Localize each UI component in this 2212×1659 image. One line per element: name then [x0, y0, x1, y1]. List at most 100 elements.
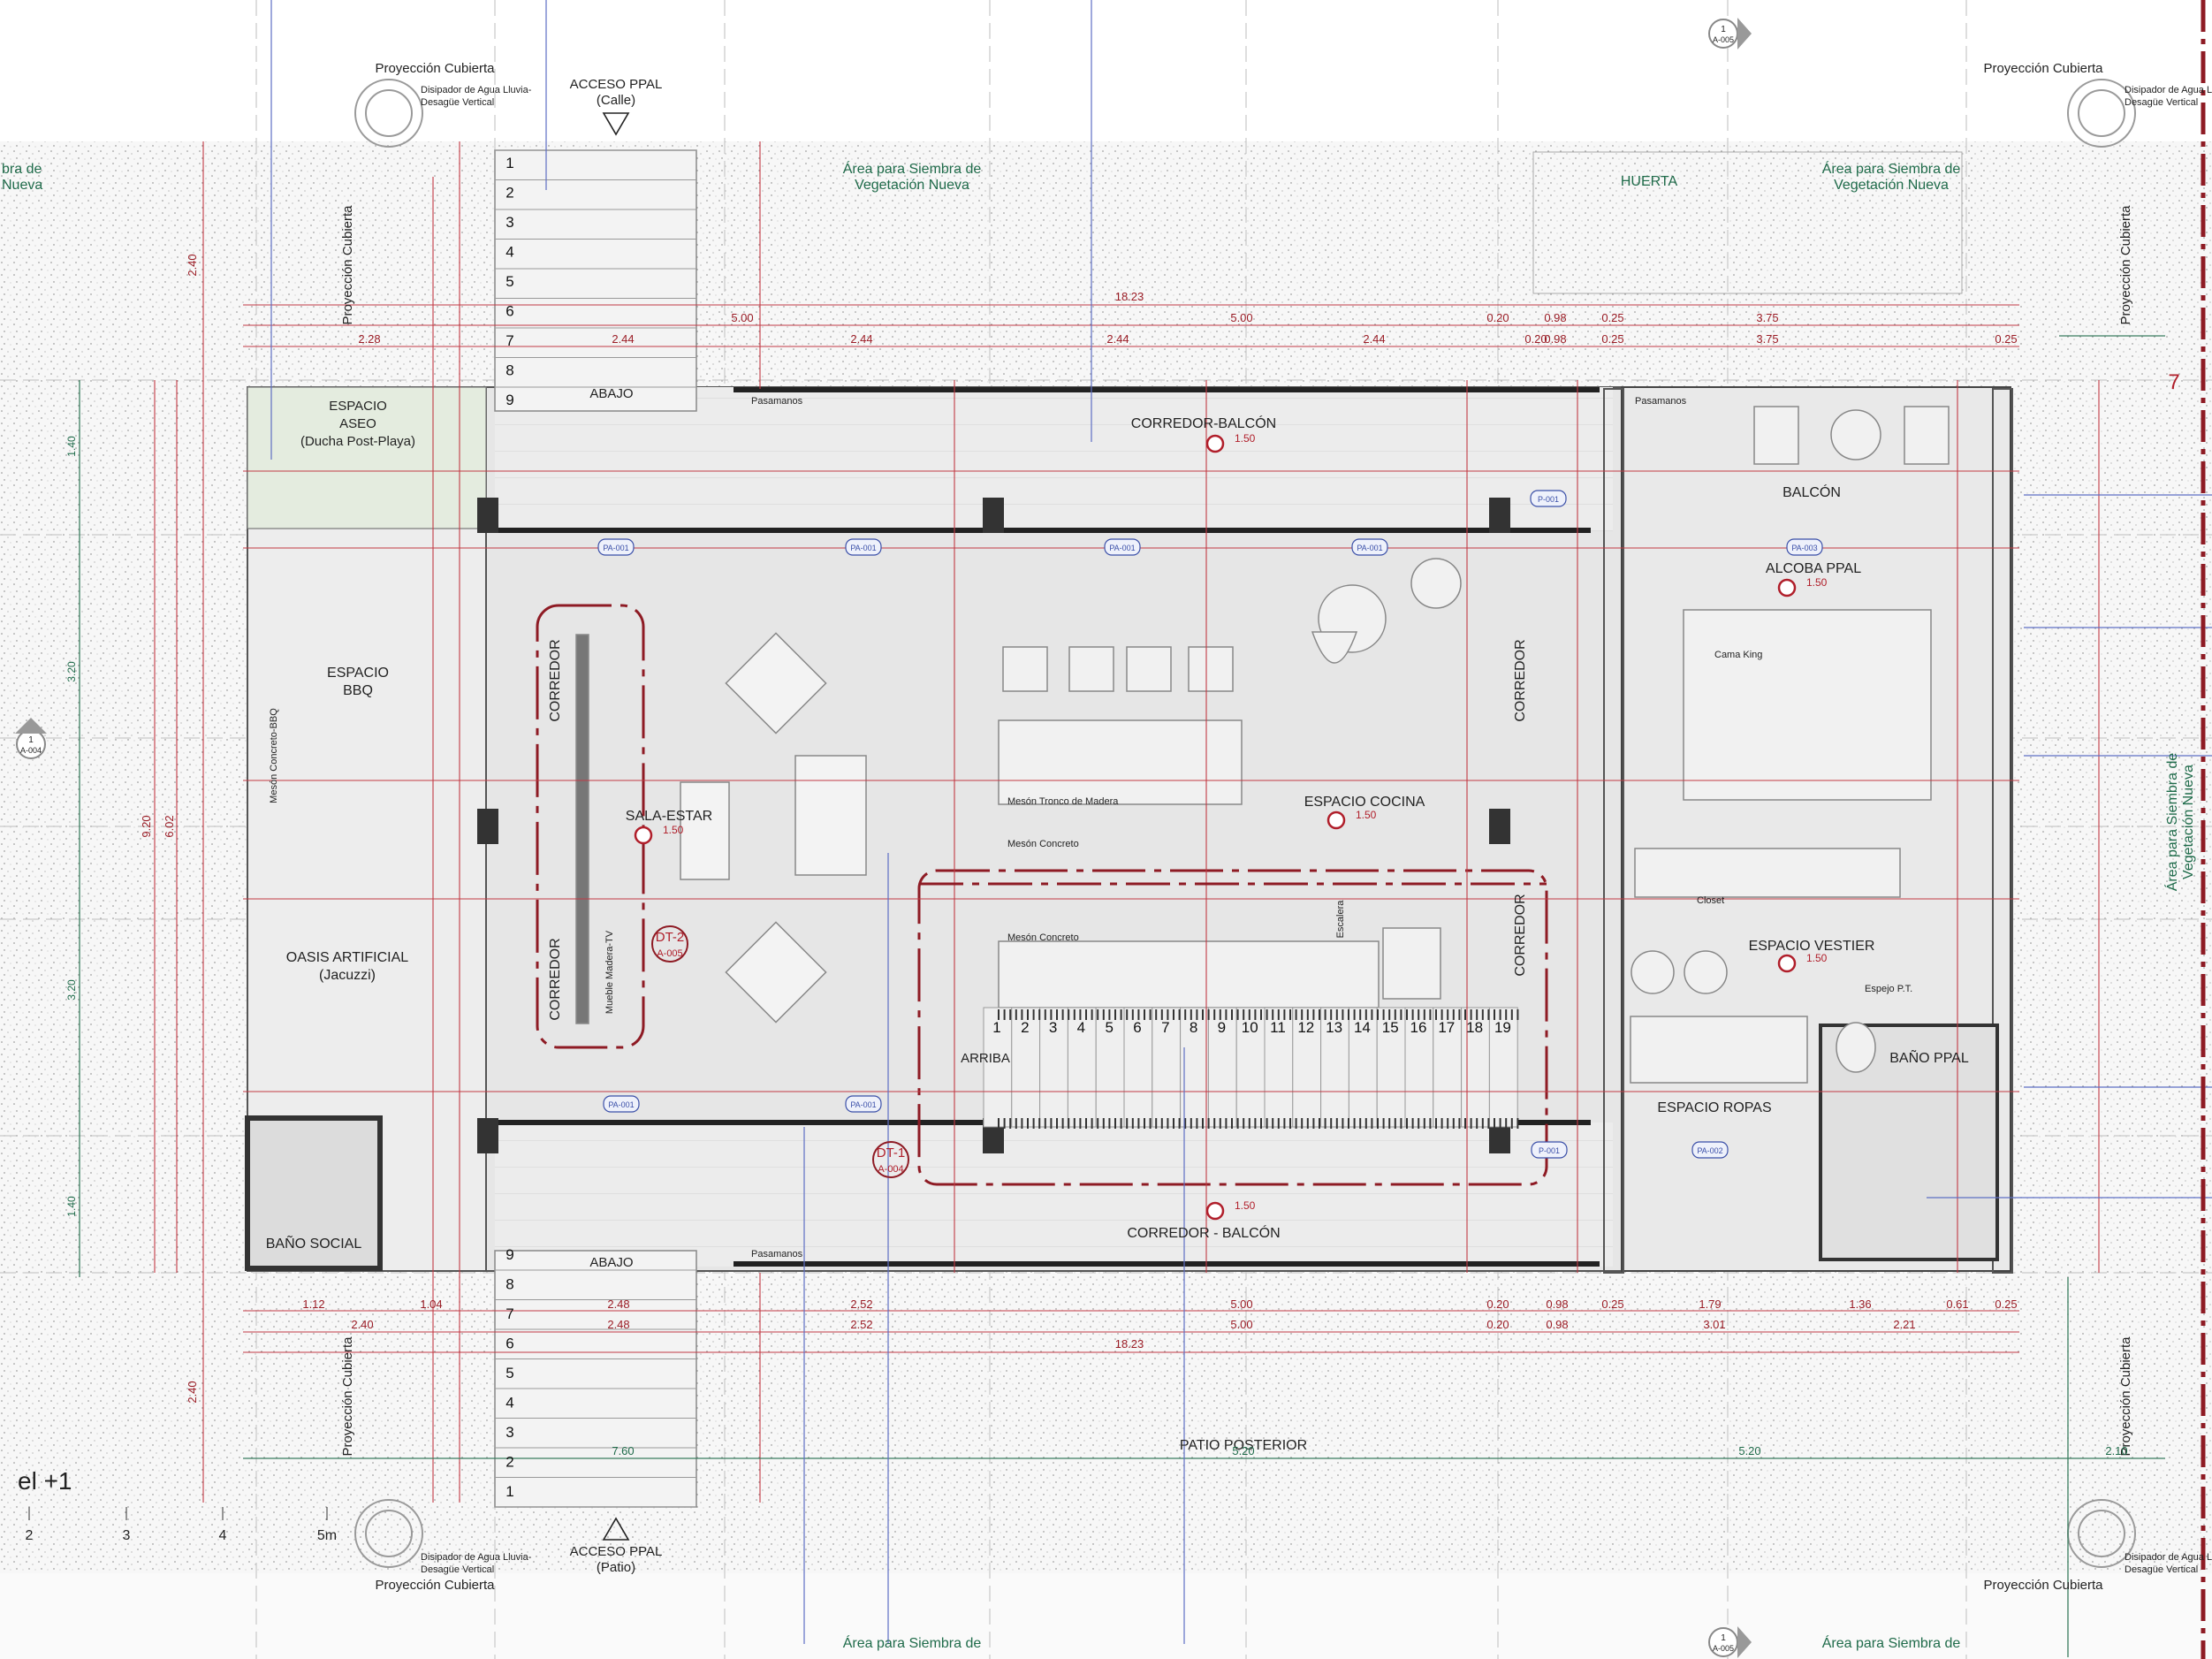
bottom-balcony-deck: [495, 1122, 1613, 1267]
dim-value: 1.04: [420, 1298, 442, 1311]
stair-bottom-treads: [495, 1269, 696, 1508]
roof-projection-label: Proyección Cubierta: [1983, 1578, 2103, 1593]
dim-value: 2.44: [612, 332, 634, 346]
patio-label: PATIO POSTERIOR: [1180, 1438, 1307, 1453]
dim-value: 2.44: [1106, 332, 1129, 346]
axis-dim-value: 7.60: [612, 1444, 634, 1457]
door-tag-label: PA-001: [850, 1100, 876, 1109]
stair-step-number: 1: [505, 1483, 513, 1500]
stair-tread: [1488, 1007, 1518, 1128]
planting-label: Vegetación Nueva: [1834, 178, 1949, 193]
interior-stair-number: 8: [1190, 1019, 1197, 1036]
room-bbq-label: ESPACIO: [327, 666, 389, 681]
interior-stair-number: 6: [1133, 1019, 1141, 1036]
interior-stair-number: 12: [1297, 1019, 1314, 1036]
social-bathroom: [245, 1115, 383, 1271]
door-tag-label: PA-002: [1697, 1146, 1722, 1155]
dim-value: 5.00: [1230, 1318, 1252, 1331]
access-top-sub: (Calle): [597, 93, 635, 108]
stair-step-number: 8: [505, 1276, 513, 1293]
section-mark-number: 1: [1721, 1633, 1726, 1643]
room-corredor-label: CORREDOR: [548, 639, 563, 721]
scale-tick-label: 4: [219, 1528, 227, 1543]
dim-value: 0.20: [1486, 1318, 1509, 1331]
detail-callout-sheet: A-004: [878, 1164, 903, 1175]
level-marker-icon: [634, 826, 653, 845]
stair-tread: [1235, 1007, 1266, 1128]
room-corredor-balcon-label: CORREDOR - BALCÓN: [1127, 1224, 1280, 1241]
dim-value: 2.44: [1363, 332, 1385, 346]
dim-value: 1.79: [1699, 1298, 1721, 1311]
access-bottom-title: ACCESO PPAL: [570, 1544, 663, 1559]
stair-tread: [1292, 1007, 1322, 1128]
section-arrow-icon: [1737, 18, 1752, 49]
stair-step-number: 3: [505, 214, 513, 231]
dim-value: 2.28: [358, 332, 380, 346]
stair-tread: [1404, 1007, 1434, 1128]
section-arrow-icon: [1737, 1626, 1752, 1658]
mirror-note: Espejo P.T.: [1865, 984, 1912, 994]
planting-label: Área para Siembra de: [1822, 1634, 1961, 1651]
interior-stair-number: 5: [1105, 1019, 1113, 1036]
door-tag: [1786, 538, 1823, 556]
interior-stair-number: 19: [1494, 1019, 1511, 1036]
drain-note: Disipador de Agua Lluvia-: [2125, 1552, 2212, 1563]
exterior-stair-top: [494, 149, 697, 412]
interior-stair-number: 2: [1021, 1019, 1029, 1036]
stair-arriba-label: ARRIBA: [961, 1051, 1010, 1066]
room-bano-ppal-label: BAÑO PPAL: [1889, 1048, 1969, 1066]
exterior-stair-bottom: [494, 1250, 697, 1508]
axis-dim-value: 5.20: [1738, 1444, 1760, 1457]
counter-note: Mesón Tronco de Madera: [1007, 796, 1119, 807]
dim-value-vertical: 9.20: [140, 815, 153, 837]
door-tag-label: PA-001: [1357, 544, 1382, 552]
roof-projection-label: Proyección Cubierta: [1983, 61, 2103, 76]
drain-note: Desagüe Vertical: [2125, 97, 2198, 108]
room-ropas-label: ESPACIO ROPAS: [1657, 1100, 1771, 1115]
level-marker-icon: [1777, 954, 1797, 973]
dim-value-vertical: 1.40: [65, 1196, 78, 1217]
dim-value: 0.25: [1601, 332, 1623, 346]
door-tag: [1104, 538, 1141, 556]
drain-note: Desagüe Vertical: [421, 1564, 494, 1575]
planting-label: Área para Siembra de: [1822, 160, 1961, 177]
dim-value-vertical: 3.20: [65, 979, 78, 1001]
level-marker-icon: [1205, 1201, 1225, 1221]
level-label: el +1: [18, 1467, 72, 1495]
handrail-note: Pasamanos: [751, 1249, 803, 1259]
dim-value: 5.00: [1230, 311, 1252, 324]
closet-note: Closet: [1697, 895, 1724, 906]
level-value: 1.50: [1356, 809, 1377, 821]
level-marker-icon: [1205, 434, 1225, 453]
roof-projection-label: Proyección Cubierta: [2118, 205, 2133, 325]
dim-value-vertical: 3.20: [65, 661, 78, 682]
counter-note: Mesón Concreto: [1007, 839, 1079, 849]
interior-stair-number: 3: [1049, 1019, 1057, 1036]
dim-value-vertical: 2.40: [186, 254, 199, 276]
door-tag: [1531, 1141, 1568, 1159]
handrail-note: Pasamanos: [1635, 396, 1687, 407]
section-mark-sheet: A-005: [1713, 35, 1734, 44]
dim-value: 0.98: [1546, 1318, 1568, 1331]
axis-label: 7: [2168, 370, 2179, 394]
room-corredor-label: CORREDOR: [548, 938, 563, 1020]
stair-tread: [1039, 1007, 1068, 1128]
stair-top-treads: [495, 149, 696, 388]
downspout-circles: [354, 79, 2136, 1568]
scale-tick-label: 5m: [317, 1528, 337, 1543]
section-mark-number: 1: [28, 735, 34, 745]
scale-tick-label: 3: [123, 1528, 131, 1543]
roof-projection-label: Proyección Cubierta: [2118, 1336, 2133, 1457]
stair-tread: [1320, 1007, 1349, 1128]
stair-step-number: 5: [505, 273, 513, 290]
room-aseo-label: (Ducha Post-Playa): [300, 434, 415, 449]
stair-step-number: 4: [505, 1395, 513, 1412]
drain-note: Disipador de Agua Lluvia-: [2125, 85, 2212, 95]
dim-value: 2.40: [351, 1318, 373, 1331]
room-bano-social-label: BAÑO SOCIAL: [266, 1234, 362, 1252]
door-tag-label: PA-001: [1109, 544, 1135, 552]
dim-value-vertical: 1.40: [65, 436, 78, 457]
dim-value: 0.25: [1601, 311, 1623, 324]
interior-stair-number: 17: [1438, 1019, 1455, 1036]
